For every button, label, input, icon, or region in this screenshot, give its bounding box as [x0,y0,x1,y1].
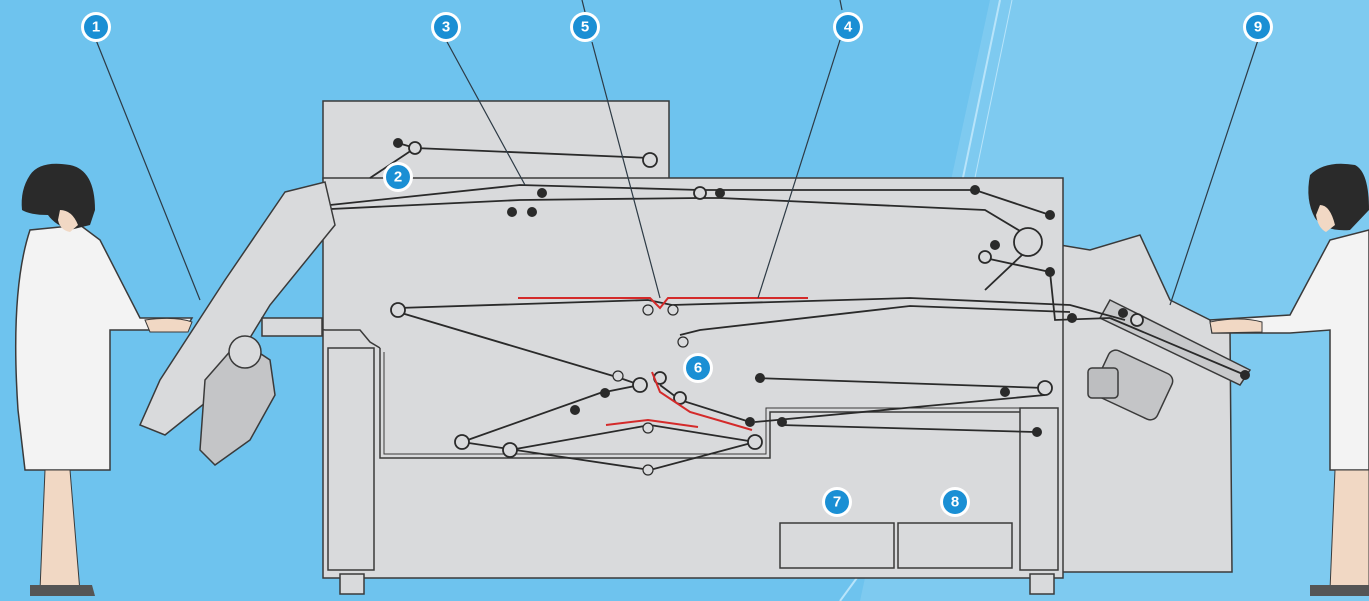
input-feeder [138,181,336,466]
callout-1: 1 [81,12,111,42]
callout-label: 6 [694,360,702,377]
callout-6: 6 [683,353,713,383]
callout-label: 2 [394,169,402,186]
callout-2: 2 [383,162,413,192]
callout-label: 8 [951,494,959,511]
callout-label: 1 [92,19,100,36]
callout-label: 3 [442,19,450,36]
output-stacker [1059,234,1252,573]
foot-right [1029,573,1055,595]
operator-figure-left [14,163,194,596]
callout-4: 4 [833,12,863,42]
rollers [287,138,1250,476]
operator-figure-right [1209,163,1369,596]
callout-label: 4 [844,19,853,36]
foot-left [339,573,365,595]
callout-label: 5 [581,19,589,36]
callout-label: 7 [833,494,841,511]
tray-8 [897,522,1013,569]
callout-3: 3 [431,12,461,42]
callout-5: 5 [570,12,600,42]
callout-8: 8 [940,487,970,517]
callout-7: 7 [822,487,852,517]
paper-path [518,297,808,431]
callout-9: 9 [1243,12,1273,42]
leader-lines [95,0,1259,306]
tray-7 [779,522,895,569]
callout-label: 9 [1254,19,1262,36]
